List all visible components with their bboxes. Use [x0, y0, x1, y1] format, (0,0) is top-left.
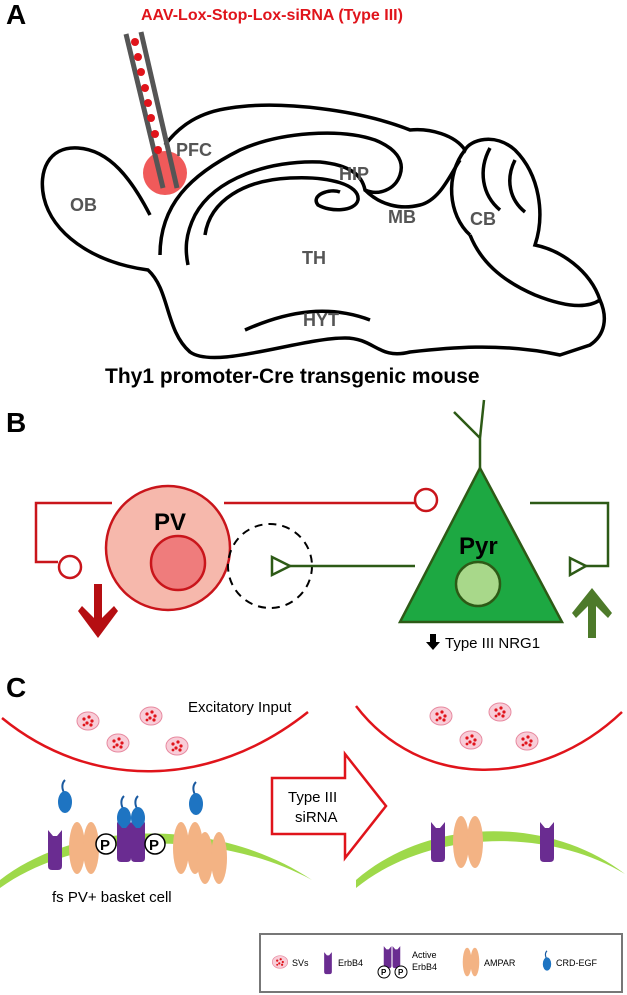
legend-phospho-label: P: [398, 968, 404, 977]
crd-egf: [188, 781, 204, 816]
sv-vesicle: [459, 730, 483, 750]
sv-vesicle: [515, 731, 539, 751]
legend-svs: SVs: [292, 958, 309, 968]
phospho-label: P: [149, 837, 159, 854]
cerebellum-fold-1: [449, 148, 472, 237]
erbb4-receptor: [540, 822, 554, 862]
pyr-recurrent-axon: [530, 501, 610, 568]
crd-egf: [57, 779, 73, 814]
ampar-receptor: [453, 816, 483, 868]
legend-phospho-circle: [377, 965, 391, 979]
ampar-receptor: [69, 822, 99, 874]
ventral-line: [244, 309, 371, 332]
region-hyt: HYT: [303, 310, 339, 330]
phospho-label: P: [100, 837, 110, 854]
brainstem-line: [468, 234, 601, 308]
panel-c-letter: C: [6, 672, 26, 703]
erbb4-receptor: [431, 822, 445, 862]
sirna-arrow: [270, 750, 388, 862]
cerebellum-fold-2: [481, 147, 502, 212]
pyr-increase-arrow: [572, 588, 612, 638]
pyr-terminal-to-pv: [270, 554, 293, 578]
region-mb: MB: [388, 207, 416, 227]
sv-vesicle: [488, 702, 512, 722]
panel-a-letter: A: [6, 0, 26, 30]
legend-phospho-label: P: [381, 968, 387, 977]
crd-egf: [130, 795, 146, 830]
cerebellum-fold-3: [508, 159, 527, 214]
excitatory-input-label: Excitatory Input: [188, 699, 292, 716]
basket-cell-label: fs PV+ basket cell: [52, 889, 172, 906]
sirna-arrow-line2: siRNA: [295, 809, 338, 826]
pyr-apical-dendrite: [453, 399, 486, 468]
presynaptic-membrane-right: [355, 705, 623, 771]
region-ob: OB: [70, 195, 97, 215]
legend-phospho-circle: [394, 965, 408, 979]
legend-box: [259, 933, 623, 993]
active-erbb4-receptor: [131, 822, 145, 862]
region-th: TH: [302, 248, 326, 268]
pyr-nucleus: [454, 560, 502, 608]
hippocampus-curve: [203, 175, 360, 236]
sv-vesicle: [429, 706, 453, 726]
midbrain-line: [363, 159, 462, 209]
panel-a-caption: Thy1 promoter-Cre transgenic mouse: [105, 365, 480, 388]
pv-nucleus: [149, 534, 207, 592]
cortex-fold: [158, 131, 403, 266]
region-cb: CB: [470, 209, 496, 229]
nrg1-decrease-arrow: [426, 634, 440, 650]
phospho-circle: [95, 833, 117, 855]
pv-bouton-pyr: [413, 487, 439, 513]
legend-sv-icon: [271, 955, 289, 969]
brain-outline: [40, 103, 607, 360]
injection-label: AAV-Lox-Stop-Lox-siRNA (Type III): [141, 7, 403, 24]
legend-ampar: AMPAR: [484, 958, 516, 968]
erbb4-receptor: [48, 830, 62, 870]
sv-vesicle: [76, 711, 100, 731]
legend-crd-egf: CRD-EGF: [556, 958, 597, 968]
sv-vesicle: [165, 736, 189, 756]
injection-needle: [123, 31, 180, 189]
sv-vesicle: [139, 706, 163, 726]
nrg1-label: Type III NRG1: [445, 635, 540, 652]
panel-b-letter: B: [6, 407, 26, 438]
phospho-circle: [144, 833, 166, 855]
legend-erbb4: ErbB4: [338, 958, 363, 968]
region-hip: HIP: [339, 164, 369, 184]
panel-b: B PV Pyr Type III NRG1: [6, 399, 612, 652]
pv-autapse-bouton: [57, 554, 83, 580]
legend: SVs ErbB4 P P Active ErbB4 AMPAR CRD-EGF: [259, 933, 623, 993]
panel-a: A AAV-Lox-Stop-Lox-siRNA (Type III): [6, 0, 607, 388]
active-erbb4-receptor: [117, 822, 131, 862]
postsynaptic-membrane-right: [356, 831, 625, 888]
pyr-cell-body: [397, 465, 565, 624]
pyr-autapse-terminal: [568, 555, 589, 578]
legend-active-line1: Active: [412, 950, 437, 960]
pv-label: PV: [154, 509, 186, 536]
pyr-label: Pyr: [459, 533, 498, 560]
sirna-arrow-line1: Type III: [288, 789, 337, 806]
sv-vesicle: [106, 733, 130, 753]
presynaptic-membrane-left: [1, 711, 309, 773]
pv-decrease-arrow: [78, 584, 118, 638]
pv-recurrent-axon: [34, 501, 112, 564]
crd-egf: [116, 795, 132, 830]
panel-c: C Excitatory Input P P fs PV+ basket cel…: [0, 672, 625, 906]
legend-active-line2: ErbB4: [412, 962, 437, 972]
region-pfc: PFC: [176, 140, 212, 160]
